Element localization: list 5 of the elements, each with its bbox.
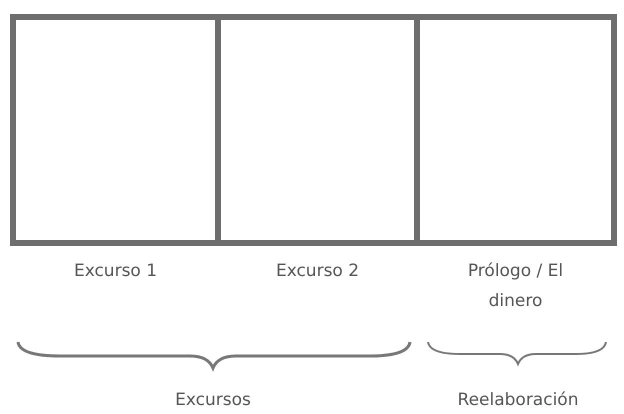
- panel-caption: Excurso 1: [72, 260, 158, 283]
- panel-caption: Excurso 2: [274, 260, 360, 283]
- group-label: Reelaboración: [456, 389, 580, 412]
- panel-caption: Prólogo / El dinero: [466, 260, 564, 313]
- group-label: Excursos: [174, 389, 252, 412]
